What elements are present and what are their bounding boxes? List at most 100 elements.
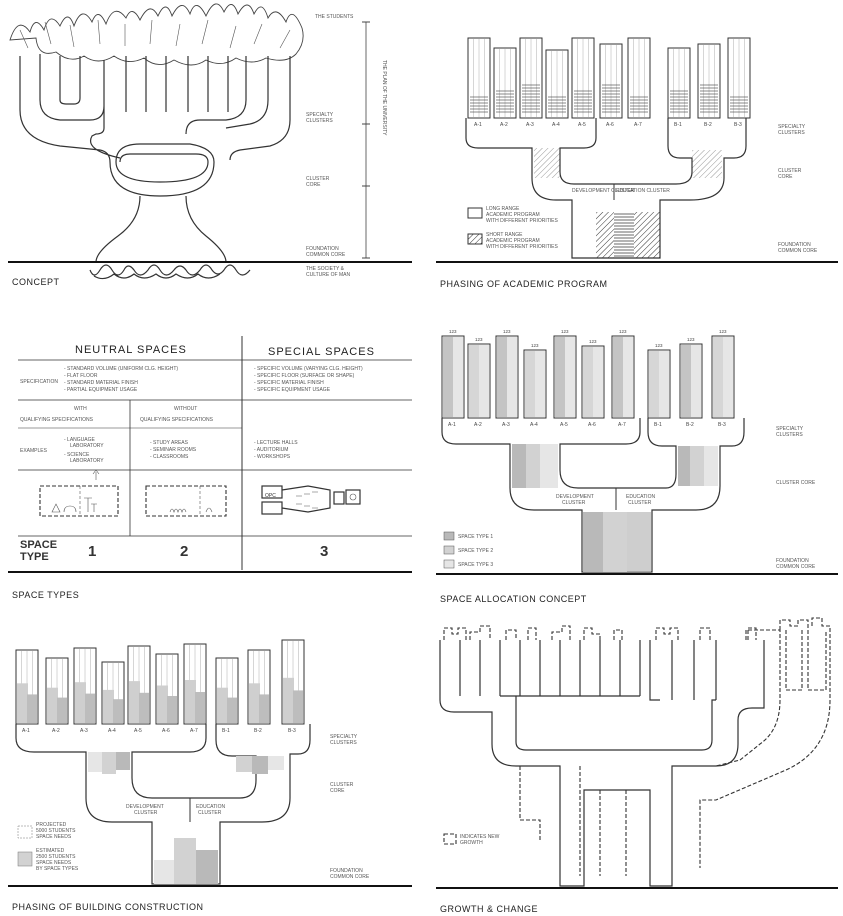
space-type-label-1: SPACE (20, 539, 57, 551)
alloc-right-1a: SPECIALTY (776, 426, 804, 432)
alloc-right-2: CLUSTER CORE (776, 480, 816, 486)
with-label: WITH (74, 406, 87, 412)
neutral-spec-1: - STANDARD VOLUME (UNIFORM CLG. HEIGHT) (64, 366, 178, 372)
column-top-label: 123 (619, 329, 627, 334)
growth-new-additions (443, 617, 831, 876)
column-unit-label: B-2 (704, 122, 712, 128)
con-right-2a: CLUSTER (330, 782, 354, 788)
concept-tree-outline (19, 54, 291, 263)
growth-panel: INDICATES NEW GROWTH GROWTH & CHANGE (436, 617, 838, 914)
academic-right-3b: COMMON CORE (778, 248, 818, 254)
growth-legend-1: INDICATES NEW (460, 834, 500, 840)
caption-space-types: SPACE TYPES (12, 590, 79, 600)
con-right-2b: CORE (330, 788, 345, 794)
column-unit-label: A-4 (108, 728, 116, 734)
con-right-3b: COMMON CORE (330, 874, 370, 880)
column-unit-label: A-6 (606, 122, 614, 128)
column-unit-label: B-2 (254, 728, 262, 734)
alloc-dev-2: CLUSTER (562, 500, 586, 506)
academic-legend-1b: ACADEMIC PROGRAM (486, 212, 540, 218)
academic-legend-1c: WITH DIFFERENT PRIORITIES (486, 218, 559, 224)
column-unit-label: A-3 (526, 122, 534, 128)
alloc-legend-3: SPACE TYPE 3 (458, 562, 493, 568)
label-plan-vertical: THE PLAN OF THE UNIVERSITY (381, 60, 387, 136)
space-type-number-3: 3 (320, 543, 329, 560)
label-cluster-2: CORE (306, 182, 321, 188)
label-society-2: CULTURE OF MAN (306, 272, 350, 278)
academic-right-2b: CORE (778, 174, 793, 180)
column-unit-label: B-1 (654, 422, 662, 428)
column-unit-label: A-6 (162, 728, 170, 734)
column-top-label: 123 (655, 343, 663, 348)
ex1-line1: - LANGUAGE (64, 437, 96, 443)
academic-right-3a: FOUNDATION (778, 242, 811, 248)
column-unit-label: A-6 (588, 422, 596, 428)
ex2-line3: - CLASSROOMS (150, 454, 189, 460)
column-unit-label: A-5 (134, 728, 142, 734)
label-society-1: THE SOCIETY & (306, 266, 345, 272)
con-legend-2d: BY SPACE TYPES (36, 866, 79, 872)
column-unit-label: A-4 (552, 122, 560, 128)
label-foundation-2: COMMON CORE (306, 252, 346, 258)
caption-academic: PHASING OF ACADEMIC PROGRAM (440, 279, 608, 289)
column-unit-label: B-3 (734, 122, 742, 128)
academic-education-cluster: EDUCATION CLUSTER (616, 188, 670, 194)
room-sketch-type-1 (39, 469, 119, 517)
column-unit-label: B-2 (686, 422, 694, 428)
con-legend-1c: SPACE NEEDS (36, 834, 72, 840)
column-unit-label: A-3 (80, 728, 88, 734)
concept-panel: THE STUDENTS SPECIALTY CLUSTERS CLUSTER … (8, 3, 412, 287)
con-legend-1a: PROJECTED (36, 822, 67, 828)
without-label: WITHOUT (174, 406, 197, 412)
con-legend-2a: ESTIMATED (36, 848, 65, 854)
caption-growth: GROWTH & CHANGE (440, 904, 538, 914)
column-unit-label: A-2 (500, 122, 508, 128)
ex2-line2: - SEMINAR ROOMS (150, 447, 197, 453)
label-specialty-2: CLUSTERS (306, 118, 333, 124)
alloc-dev-1: DEVELOPMENT (556, 494, 594, 500)
column-unit-label: A-5 (578, 122, 586, 128)
label-cluster-1: CLUSTER (306, 176, 330, 182)
special-spec-3: - SPECIFIC MATERIAL FINISH (254, 380, 324, 386)
column-top-label: 123 (531, 343, 539, 348)
column-top-label: 123 (719, 329, 727, 334)
column-unit-label: A-2 (474, 422, 482, 428)
svg-text:OPC: OPC (265, 493, 276, 499)
column-unit-label: A-2 (52, 728, 60, 734)
special-spec-2: - SPECIFIC FLOOR (SURFACE OR SHAPE) (254, 373, 355, 379)
column-unit-label: B-1 (674, 122, 682, 128)
allocation-panel: A-1123A-2123A-3123A-4123A-5123A-6123A-71… (436, 329, 838, 604)
alloc-edu-2: CLUSTER (628, 500, 652, 506)
alloc-right-3a: FOUNDATION (776, 558, 809, 564)
allocation-bars: A-1123A-2123A-3123A-4123A-5123A-6123A-71… (441, 329, 735, 428)
con-legend-2c: SPACE NEEDS (36, 860, 72, 866)
growth-legend-2: GROWTH (460, 840, 483, 846)
ex2-line1: - STUDY AREAS (150, 440, 189, 446)
academic-right-2a: CLUSTER (778, 168, 802, 174)
con-right-1b: CLUSTERS (330, 740, 357, 746)
academic-legend-2c: WITH DIFFERENT PRIORITIES (486, 244, 559, 250)
caption-construction: PHASING OF BUILDING CONSTRUCTION (12, 902, 204, 912)
column-unit-label: A-4 (530, 422, 538, 428)
academic-right-1b: CLUSTERS (778, 130, 805, 136)
column-unit-label: B-3 (718, 422, 726, 428)
space-type-label-2: TYPE (20, 551, 49, 563)
alloc-edu-1: EDUCATION (626, 494, 655, 500)
concept-roots (89, 264, 251, 280)
label-students: THE STUDENTS (315, 14, 354, 20)
neutral-spaces-heading: NEUTRAL SPACES (75, 344, 187, 356)
ex3-line1: - LECTURE HALLS (254, 440, 298, 446)
academic-right-1a: SPECIALTY (778, 124, 806, 130)
con-dev-2: CLUSTER (134, 810, 158, 816)
special-spec-4: - SPECIFIC EQUIPMENT USAGE (254, 387, 331, 393)
ex1-line3: - SCIENCE (64, 452, 90, 458)
column-top-label: 123 (475, 337, 483, 342)
academic-legend-2a: SHORT RANGE (486, 232, 523, 238)
neutral-spec-4: - PARTIAL EQUIPMENT USAGE (64, 387, 138, 393)
column-unit-label: A-3 (502, 422, 510, 428)
column-top-label: 123 (503, 329, 511, 334)
con-legend-1b: 5000 STUDENTS (36, 828, 76, 834)
